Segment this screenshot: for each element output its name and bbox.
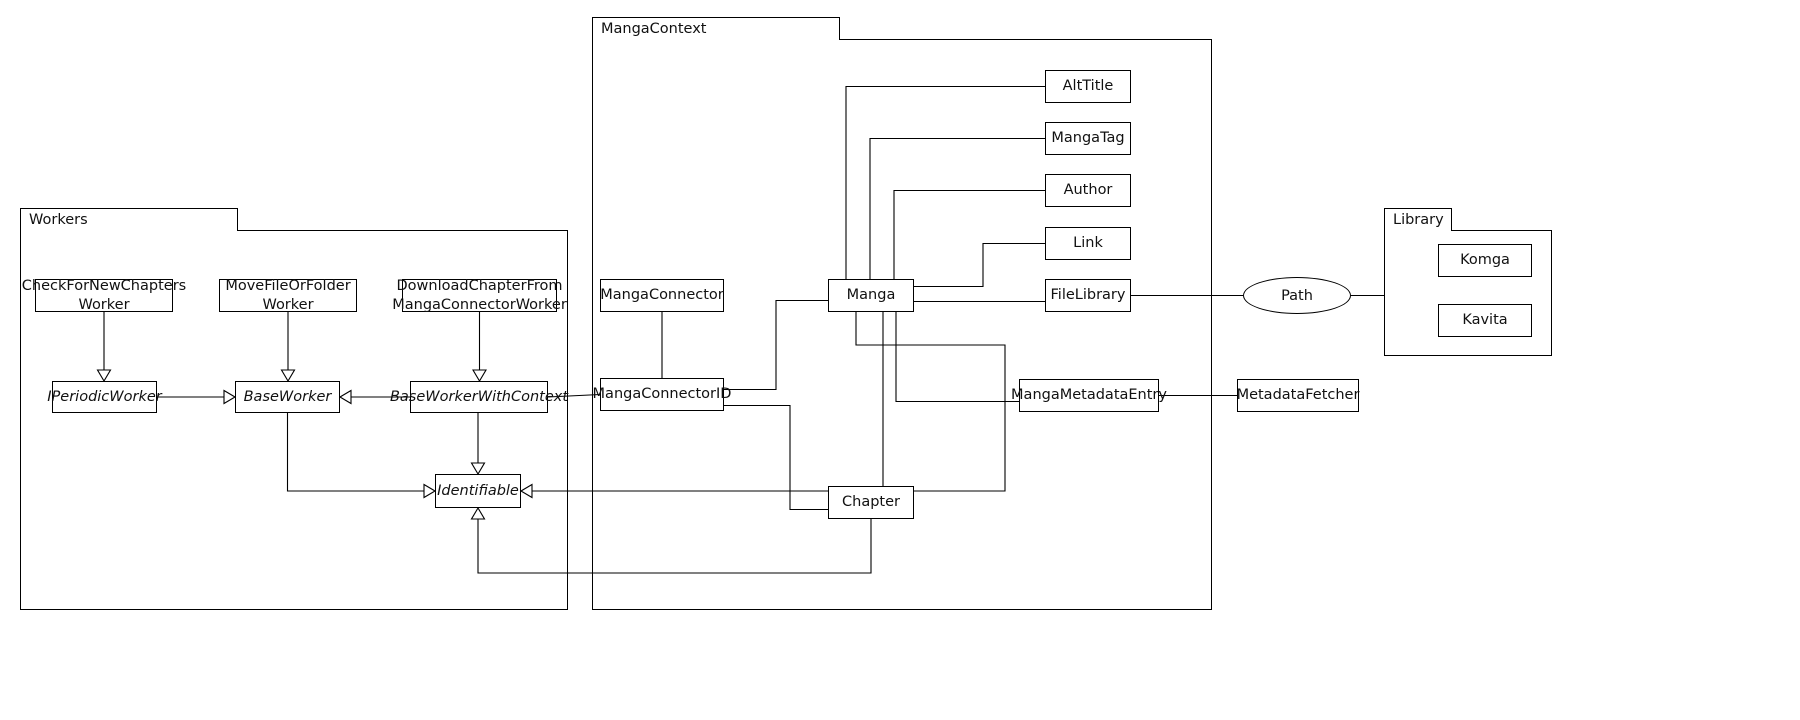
package-manga-context: MangaContext xyxy=(592,17,1212,610)
package-label-library: Library xyxy=(1393,212,1444,228)
class-node-base-worker-with-context[interactable]: BaseWorkerWithContext xyxy=(390,381,568,413)
class-node-link[interactable]: Link xyxy=(1045,227,1131,260)
class-node-download-chapter-from-manga-connector-worker[interactable]: DownloadChapterFrom MangaConnectorWorker xyxy=(392,278,567,312)
class-node-label-download-chapter-from-manga-connector-worker: DownloadChapterFrom MangaConnectorWorker xyxy=(392,278,567,313)
package-workers: Workers xyxy=(20,208,568,610)
class-node-label-alt-title: AltTitle xyxy=(1062,78,1114,95)
class-node-label-file-library: FileLibrary xyxy=(1050,287,1126,304)
package-label-workers: Workers xyxy=(29,212,88,228)
class-node-iperiodic-worker[interactable]: IPeriodicWorker xyxy=(47,381,162,413)
class-node-label-author: Author xyxy=(1063,182,1113,199)
class-node-label-link: Link xyxy=(1073,235,1103,252)
class-node-label-identifiable: Identifiable xyxy=(437,482,519,499)
class-node-label-manga-tag: MangaTag xyxy=(1051,130,1125,147)
class-node-label-iperiodic-worker: IPeriodicWorker xyxy=(47,388,162,405)
class-node-komga[interactable]: Komga xyxy=(1438,244,1532,277)
package-body-library xyxy=(1384,230,1552,356)
class-node-label-komga: Komga xyxy=(1460,252,1510,269)
class-node-kavita[interactable]: Kavita xyxy=(1438,304,1532,337)
class-node-chapter[interactable]: Chapter xyxy=(828,486,914,519)
class-node-file-library[interactable]: FileLibrary xyxy=(1045,279,1131,312)
class-node-label-kavita: Kavita xyxy=(1462,312,1508,329)
class-node-label-manga-connector: MangaConnector xyxy=(600,287,724,304)
class-node-label-base-worker: BaseWorker xyxy=(243,388,332,405)
class-node-manga-connector-id[interactable]: MangaConnectorID xyxy=(593,378,731,411)
class-node-base-worker[interactable]: BaseWorker xyxy=(235,381,340,413)
class-node-manga-connector[interactable]: MangaConnector xyxy=(600,279,724,312)
class-node-check-for-new-chapters-worker[interactable]: CheckForNewChapters Worker xyxy=(22,278,186,312)
class-node-author[interactable]: Author xyxy=(1045,174,1131,207)
package-tab-workers: Workers xyxy=(20,208,238,231)
class-node-label-move-file-or-folder-worker: MoveFileOrFolder Worker xyxy=(225,278,351,313)
package-label-manga-context: MangaContext xyxy=(601,21,707,37)
class-node-label-manga-metadata-entry: MangaMetadataEntry xyxy=(1011,387,1167,404)
class-node-move-file-or-folder-worker[interactable]: MoveFileOrFolder Worker xyxy=(219,278,357,313)
class-node-label-chapter: Chapter xyxy=(842,494,900,511)
ellipse-node-label-path: Path xyxy=(1281,287,1313,304)
class-node-label-metadata-fetcher: MetadataFetcher xyxy=(1236,387,1360,404)
ellipse-node-path[interactable]: Path xyxy=(1243,277,1351,314)
class-node-metadata-fetcher[interactable]: MetadataFetcher xyxy=(1237,379,1359,412)
package-tab-manga-context: MangaContext xyxy=(592,17,840,40)
class-node-manga-tag[interactable]: MangaTag xyxy=(1045,122,1131,155)
class-node-manga-metadata-entry[interactable]: MangaMetadataEntry xyxy=(1011,379,1167,412)
class-node-label-check-for-new-chapters-worker: CheckForNewChapters Worker xyxy=(21,278,187,313)
class-node-alt-title[interactable]: AltTitle xyxy=(1045,70,1131,103)
class-node-identifiable[interactable]: Identifiable xyxy=(435,474,521,508)
class-node-label-manga-connector-id: MangaConnectorID xyxy=(592,386,732,403)
class-node-manga[interactable]: Manga xyxy=(828,279,914,312)
package-tab-library: Library xyxy=(1384,208,1452,231)
class-node-label-base-worker-with-context: BaseWorkerWithContext xyxy=(389,388,569,405)
class-node-label-manga: Manga xyxy=(846,287,896,304)
package-library: Library xyxy=(1384,208,1552,356)
